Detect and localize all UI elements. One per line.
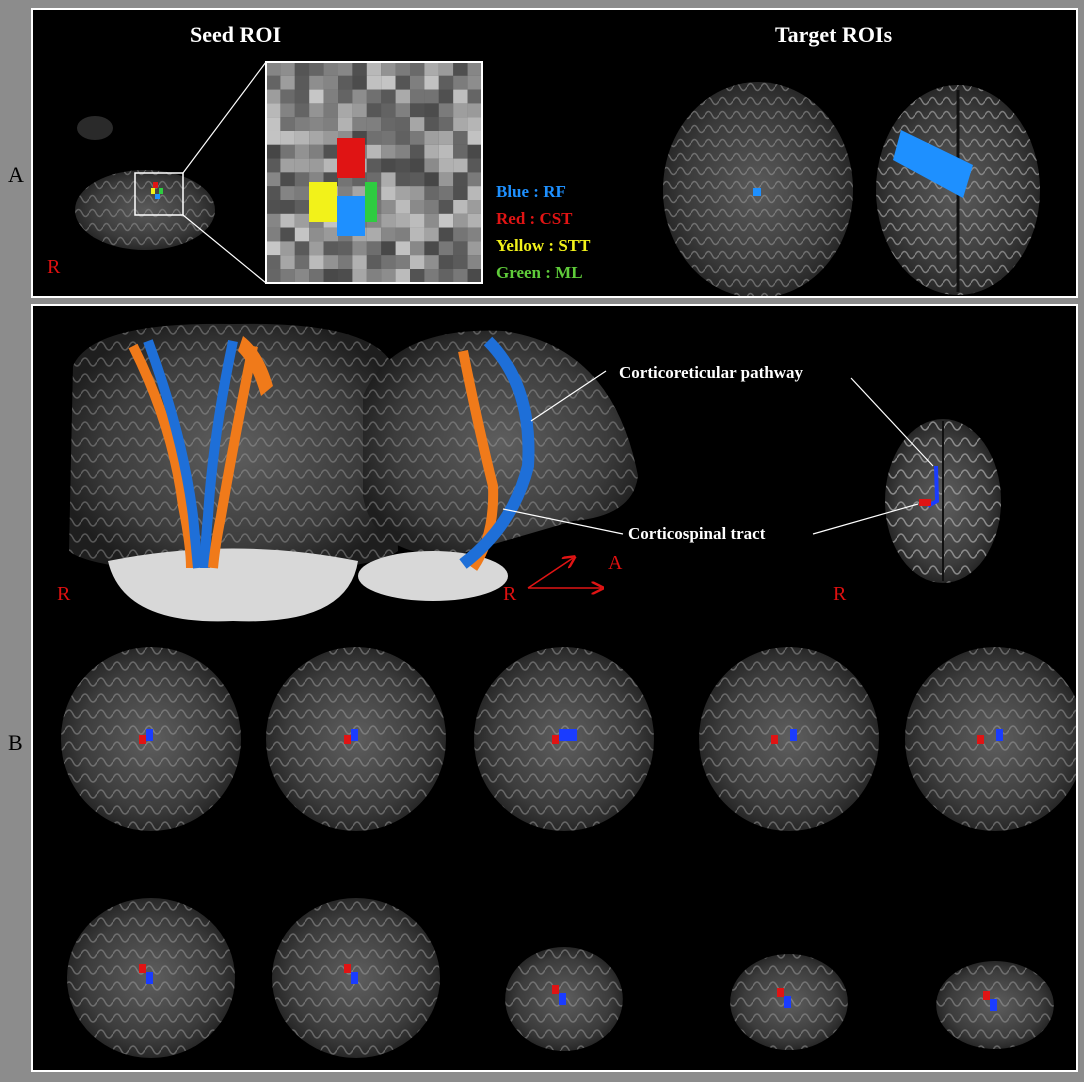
legend-rf: Blue : RF — [496, 182, 566, 201]
axial-tract-image — [885, 419, 1001, 583]
axial-slice-2-5 — [936, 961, 1054, 1049]
legend-ml: Green : ML — [496, 263, 583, 282]
axial-slice-2-4 — [730, 954, 848, 1050]
coronal-tract-image — [69, 323, 398, 622]
axial-slice-1-1 — [61, 647, 241, 831]
panel-a: Seed ROI Target ROIs R Blue : RF Red : C… — [31, 8, 1078, 298]
panel-b-images — [61, 323, 1076, 1058]
sagittal-tract-image — [358, 330, 638, 601]
panel-a-label: A — [8, 162, 24, 187]
sagittal-orientation-r: R — [503, 583, 517, 605]
axial-slice-1-5 — [905, 647, 1076, 831]
panel-a-images — [75, 61, 1040, 296]
legend-cst: Red : CST — [496, 209, 573, 228]
axial-slice-grid — [61, 647, 1076, 1058]
axial-slice-1-3 — [474, 647, 654, 831]
arrow-label-a: A — [608, 552, 623, 574]
axial-slice-1-2 — [266, 647, 446, 831]
panel-b-label: B — [8, 730, 23, 755]
axial-slice-2-2 — [272, 898, 440, 1058]
coronal-orientation-r: R — [57, 583, 71, 605]
corticoreticular-label: Corticoreticular pathway — [619, 363, 803, 382]
axial-slice-2-1 — [67, 898, 235, 1058]
legend-stt: Yellow : STT — [496, 236, 591, 255]
corticospinal-label: Corticospinal tract — [628, 524, 766, 543]
orientation-label-r: R — [47, 256, 61, 278]
panel-b: Corticoreticular pathway Corticospinal t… — [31, 304, 1078, 1072]
seed-roi-title: Seed ROI — [190, 22, 282, 47]
leader-corticoreticular-sagittal — [530, 370, 607, 422]
axial-orientation-r: R — [833, 583, 847, 605]
seed-slice-image — [75, 61, 267, 284]
leader-corticoreticular-axial — [850, 377, 934, 467]
axial-slice-1-4 — [699, 647, 879, 831]
seed-zoom-image — [265, 61, 483, 284]
leader-corticospinal-sagittal — [502, 508, 624, 535]
axial-slice-2-3 — [505, 947, 623, 1051]
leader-corticospinal-axial — [812, 503, 919, 535]
target-slice-midbrain — [663, 82, 853, 296]
target-slice-cortex — [876, 85, 1040, 295]
target-rois-title: Target ROIs — [775, 22, 893, 47]
